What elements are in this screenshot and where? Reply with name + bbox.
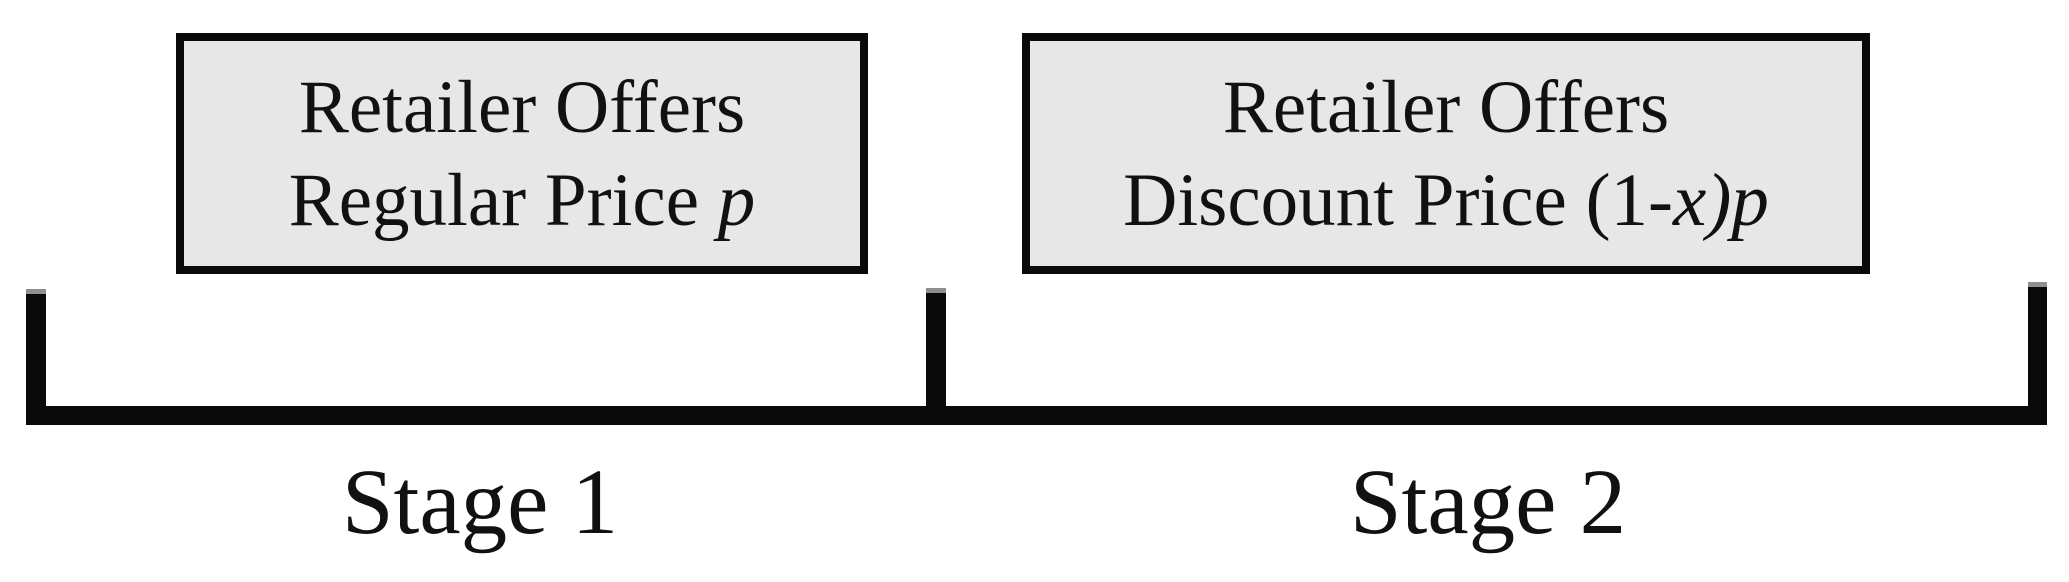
stage2-label: Stage 2 bbox=[1349, 451, 1627, 554]
stage1-variable-p: p bbox=[717, 158, 756, 242]
stage2-variable-p: p bbox=[1731, 158, 1769, 242]
stage2-close-paren: ) bbox=[1706, 158, 1732, 242]
stage1-box: Retailer Offers Regular Price p bbox=[176, 33, 868, 274]
stage1-label: Stage 1 bbox=[341, 451, 619, 554]
timeline-axis-bar bbox=[26, 406, 2047, 425]
stage1-box-line2: Regular Price p bbox=[289, 154, 756, 247]
timeline-tick-stage-divider bbox=[926, 288, 946, 425]
timeline-tick-start bbox=[26, 289, 46, 425]
stage1-box-line2-text: Regular Price bbox=[288, 158, 718, 242]
stage2-box-line1: Retailer Offers bbox=[1222, 65, 1670, 149]
stage2-box: Retailer Offers Discount Price (1-x)p bbox=[1022, 33, 1870, 274]
timeline-tick-end bbox=[2028, 282, 2047, 425]
stage2-variable-x: x bbox=[1673, 158, 1707, 242]
stage1-box-line1: Retailer Offers bbox=[298, 65, 746, 149]
stage2-box-line2: Discount Price (1-x)p bbox=[1123, 154, 1769, 247]
stage2-box-line2-text: Discount Price (1- bbox=[1123, 158, 1674, 242]
